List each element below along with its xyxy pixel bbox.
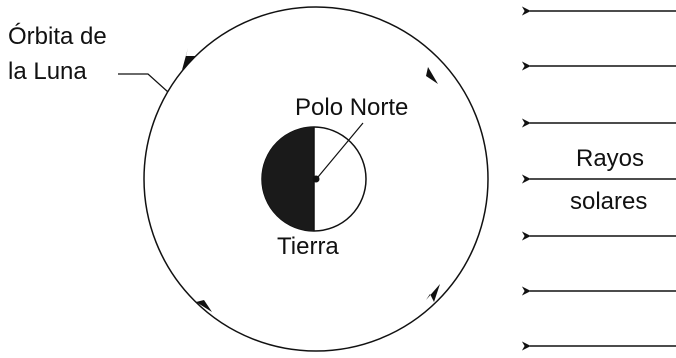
orbit-arrow-upper-right: [420, 67, 438, 84]
earth-night-side: [262, 127, 314, 231]
orbit-label-line1: Órbita de: [8, 23, 107, 50]
earth-label: Tierra: [277, 233, 339, 260]
rays-label-line1: Rayos: [576, 145, 644, 172]
orbit-arrow-upper-left: [182, 48, 196, 70]
orbit-label-leader: [118, 74, 168, 92]
orbit-label-line2: la Luna: [8, 58, 87, 85]
sun-rays: [530, 11, 676, 346]
north-pole-label: Polo Norte: [295, 94, 408, 121]
rays-label-line2: solares: [570, 188, 647, 215]
